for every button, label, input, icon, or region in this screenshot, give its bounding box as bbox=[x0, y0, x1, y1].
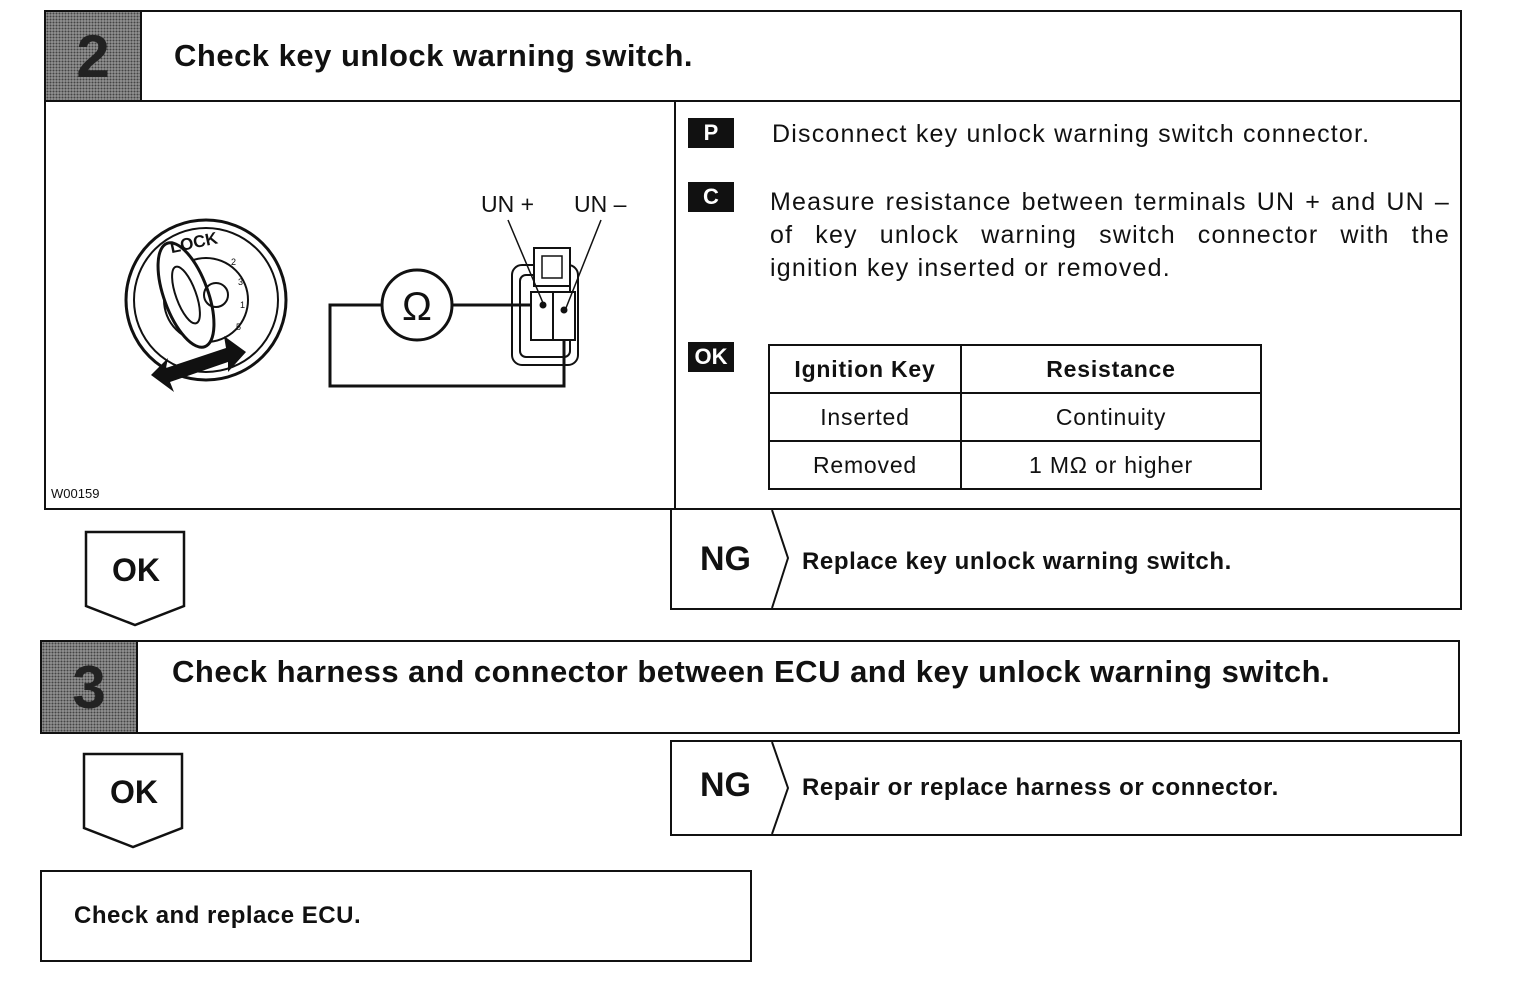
prep-instruction: Disconnect key unlock warning switch con… bbox=[772, 120, 1371, 148]
table-header-row: Ignition Key Resistance bbox=[768, 344, 1262, 394]
step3-ok-label: OK bbox=[110, 774, 158, 810]
check-instruction: Measure resistance between terminals UN … bbox=[770, 188, 1450, 282]
terminal-un-plus-label: UN + bbox=[481, 191, 534, 217]
svg-text:Ω: Ω bbox=[402, 285, 432, 329]
terminal-un-minus-label: UN – bbox=[574, 191, 627, 217]
step2-title: Check key unlock warning switch. bbox=[174, 38, 694, 73]
ignition-cylinder: 2 3 1 5 bbox=[124, 218, 288, 382]
key-cylinder-diagram: 2 3 1 5 LOCK Ω bbox=[51, 191, 627, 501]
switch-connector bbox=[511, 247, 579, 366]
step2-ng-box: NG Replace key unlock warning switch. bbox=[670, 508, 1462, 610]
step2-ng-action: Replace key unlock warning switch. bbox=[802, 548, 1232, 575]
step2-ok-label: OK bbox=[112, 552, 160, 588]
final-action-box: Check and replace ECU. bbox=[40, 870, 752, 962]
step3-ok-arrow bbox=[82, 752, 184, 849]
svg-text:5: 5 bbox=[236, 322, 241, 332]
final-action-text: Check and replace ECU. bbox=[74, 902, 362, 929]
step3-ng-box: NG Repair or replace harness or connecto… bbox=[670, 740, 1462, 836]
check-badge: C bbox=[688, 182, 734, 212]
step3-header: 3 Check harness and connector between EC… bbox=[40, 640, 1460, 734]
ohmmeter-icon: Ω bbox=[380, 268, 454, 342]
lock-label: LOCK bbox=[168, 228, 220, 257]
figure-area: 2 3 1 5 LOCK Ω bbox=[46, 100, 676, 508]
table-cell: 1 MΩ or higher bbox=[960, 440, 1262, 490]
step3-number: 3 bbox=[42, 642, 138, 732]
key-insert-arrow-icon bbox=[151, 336, 246, 392]
table-row: Removed 1 MΩ or higher bbox=[768, 440, 1262, 490]
step2-body: 2 3 1 5 LOCK Ω bbox=[44, 100, 1462, 510]
ng-chevron-icon bbox=[771, 510, 790, 608]
ng-chevron-icon bbox=[771, 742, 790, 834]
figure-code: W00159 bbox=[51, 486, 99, 501]
table-cell: Continuity bbox=[960, 392, 1262, 442]
table-cell: Removed bbox=[768, 440, 962, 490]
step2-header: 2 Check key unlock warning switch. bbox=[44, 10, 1462, 102]
svg-text:1: 1 bbox=[240, 300, 245, 310]
table-header: Resistance bbox=[960, 344, 1262, 394]
table-row: Inserted Continuity bbox=[768, 392, 1262, 442]
table-cell: Inserted bbox=[768, 392, 962, 442]
step2-ng-label: NG bbox=[700, 540, 751, 578]
svg-text:3: 3 bbox=[238, 277, 243, 287]
step2-number: 2 bbox=[46, 12, 142, 100]
table-header: Ignition Key bbox=[768, 344, 962, 394]
prep-badge: P bbox=[688, 118, 734, 148]
ok-spec-badge: OK bbox=[688, 342, 734, 372]
step3-title: Check harness and connector between ECU … bbox=[172, 654, 1331, 689]
step3-ng-label: NG bbox=[700, 766, 751, 804]
step2-ok-arrow bbox=[84, 530, 186, 627]
ok-spec-table: Ignition Key Resistance Inserted Continu… bbox=[768, 344, 1262, 490]
step3-ng-action: Repair or replace harness or connector. bbox=[802, 774, 1279, 801]
svg-text:2: 2 bbox=[231, 257, 236, 267]
